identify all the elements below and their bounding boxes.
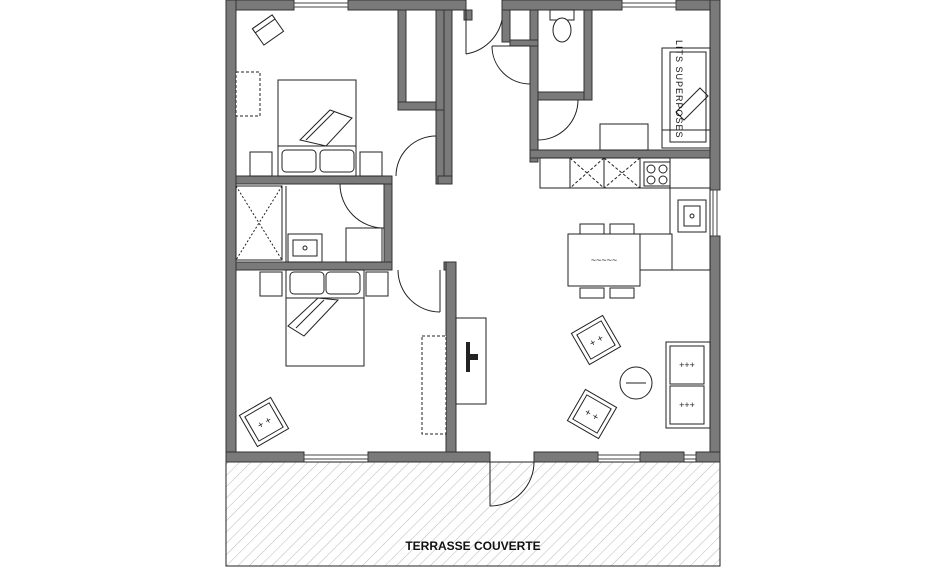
chair: [579, 287, 605, 299]
bunk-beds-label: LITS SUPERPOSES: [674, 40, 684, 139]
terrace-label: TERRASSE COUVERTE: [405, 539, 540, 553]
bedroom-1: [235, 14, 383, 177]
nightstand: [249, 151, 273, 177]
terrace-area: TERRASSE COUVERTE: [225, 461, 721, 567]
chair: [579, 223, 605, 235]
armchair-icon: + +: [238, 396, 290, 448]
shower-icon: [235, 185, 283, 261]
bunk-room: LITS SUPERPOSES: [549, 9, 711, 151]
living-area: + + + + +++ +++: [566, 314, 711, 440]
sofa-icon: +++ +++: [665, 341, 711, 429]
toilet-icon: [549, 9, 575, 43]
kitchen: [539, 157, 711, 271]
nightstand: [259, 271, 283, 297]
dining-table: [567, 233, 641, 287]
nightstand: [365, 271, 389, 297]
chair: [609, 223, 635, 235]
tv-unit: [455, 317, 487, 405]
svg-text:+++: +++: [679, 400, 695, 410]
kitchen-sink-icon: [677, 199, 707, 233]
sink-icon: [287, 233, 323, 263]
bedroom-2: + +: [238, 269, 447, 448]
dining-area: ~~~~~: [567, 223, 641, 299]
doors: [339, 10, 579, 507]
nightstand: [359, 151, 383, 177]
chair: [609, 287, 635, 299]
bathroom: [235, 185, 383, 263]
double-bed-icon: [277, 79, 357, 177]
armchair-icon: [251, 14, 285, 46]
svg-text:~~~~~: ~~~~~: [591, 255, 617, 265]
coffee-table-icon: [619, 366, 653, 400]
cooktop-icon: [643, 161, 671, 187]
armchair-icon: + +: [566, 388, 618, 440]
windows: [293, 2, 718, 460]
bunk-bed-icon: [661, 47, 711, 149]
desk: [599, 123, 649, 151]
armchair-icon: + +: [570, 314, 622, 366]
svg-text:+++: +++: [679, 360, 695, 370]
double-bed-icon: [285, 269, 365, 367]
desk: [235, 71, 261, 117]
washing-machine: [345, 227, 383, 263]
wardrobe: [421, 335, 447, 435]
